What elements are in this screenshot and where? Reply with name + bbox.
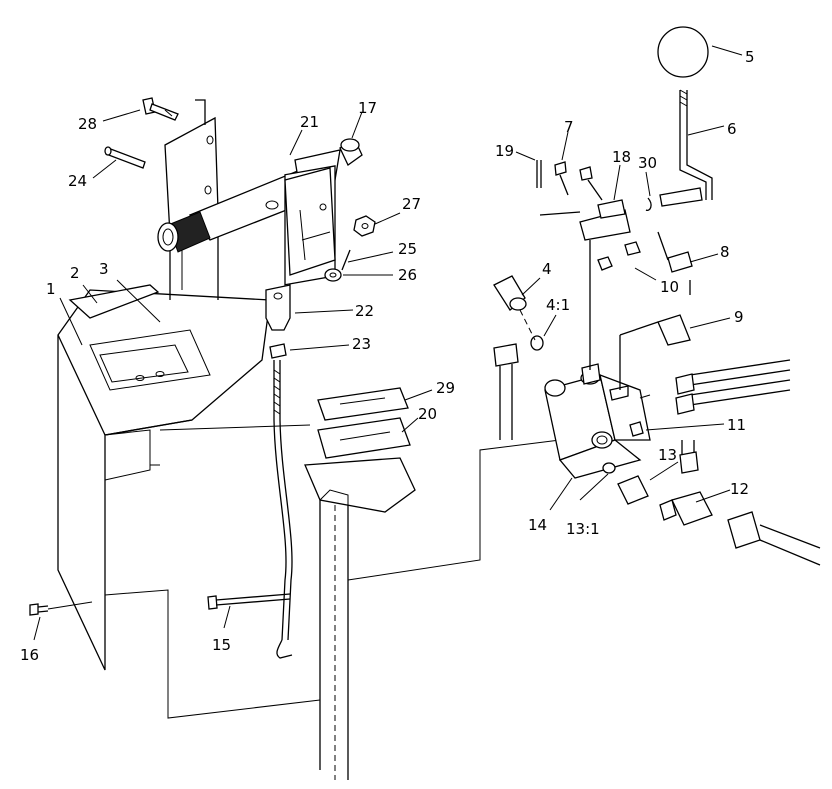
side-flange <box>68 284 160 319</box>
hoses <box>639 359 791 415</box>
callout-15: 15 <box>212 636 231 654</box>
nut-27 <box>353 215 376 237</box>
plate-20 <box>317 417 411 459</box>
hydraulic-tube <box>493 343 519 440</box>
callout-4: 4 <box>542 260 552 278</box>
nut-11 <box>629 421 644 437</box>
callout-20: 20 <box>418 405 437 423</box>
clevis-8 <box>657 231 693 295</box>
callout-21: 21 <box>300 113 319 131</box>
vertical-bracket <box>164 99 219 300</box>
callout-6: 6 <box>727 120 737 138</box>
base-bracket <box>304 457 416 780</box>
linkage-bracket <box>539 161 631 370</box>
callout-18: 18 <box>612 148 631 166</box>
callout-25: 25 <box>398 240 417 258</box>
plate-29 <box>317 387 409 421</box>
washer-26 <box>324 268 342 282</box>
shift-lever <box>659 89 713 207</box>
callout-27: 27 <box>402 195 421 213</box>
pin-24 <box>104 146 146 169</box>
callout-26: 26 <box>398 266 417 284</box>
housing-panel <box>57 289 271 671</box>
callout-28: 28 <box>78 115 97 133</box>
fitting-4 <box>493 275 544 351</box>
callout-13: 13 <box>658 446 677 464</box>
callout-4-1: 4:1 <box>546 296 570 314</box>
callout-8: 8 <box>720 243 730 261</box>
callout-7: 7 <box>564 118 574 136</box>
leader-lines <box>33 45 743 641</box>
bushing <box>339 138 363 166</box>
callout-14: 14 <box>528 516 547 534</box>
bolt-28 <box>142 97 179 121</box>
knob <box>657 26 709 78</box>
bolt-15 <box>207 593 291 610</box>
callout-23: 23 <box>352 335 371 353</box>
callout-9: 9 <box>734 308 744 326</box>
clevis-22 <box>265 284 291 359</box>
clip-30 <box>645 197 652 211</box>
lever-assembly <box>188 149 341 286</box>
callout-16: 16 <box>20 646 39 664</box>
callout-labels: 1 2 3 4 4:1 5 6 7 8 9 10 11 12 13 13:1 1… <box>20 48 755 664</box>
hose-end <box>727 511 821 566</box>
nut-10 <box>597 241 641 271</box>
pin-19 <box>536 160 542 188</box>
callout-13-1: 13:1 <box>566 520 600 538</box>
control-valve <box>544 363 651 479</box>
bracket-9 <box>619 314 691 390</box>
callout-29: 29 <box>436 379 455 397</box>
callout-2: 2 <box>70 264 80 282</box>
callout-24: 24 <box>68 172 87 190</box>
callout-30: 30 <box>638 154 657 172</box>
cotter-pin-25 <box>341 249 351 271</box>
callout-10: 10 <box>660 278 679 296</box>
callout-17: 17 <box>358 99 377 117</box>
lever-grip <box>157 211 211 253</box>
callout-1: 1 <box>46 280 56 298</box>
callout-5: 5 <box>745 48 755 66</box>
callout-12: 12 <box>730 480 749 498</box>
callout-11: 11 <box>727 416 746 434</box>
frame-outline <box>47 424 561 719</box>
control-rod <box>273 360 293 659</box>
callout-3: 3 <box>99 260 109 278</box>
callout-19: 19 <box>495 142 514 160</box>
callout-22: 22 <box>355 302 374 320</box>
elbow-fitting-13 <box>602 462 649 505</box>
bolt-16 <box>29 603 49 616</box>
